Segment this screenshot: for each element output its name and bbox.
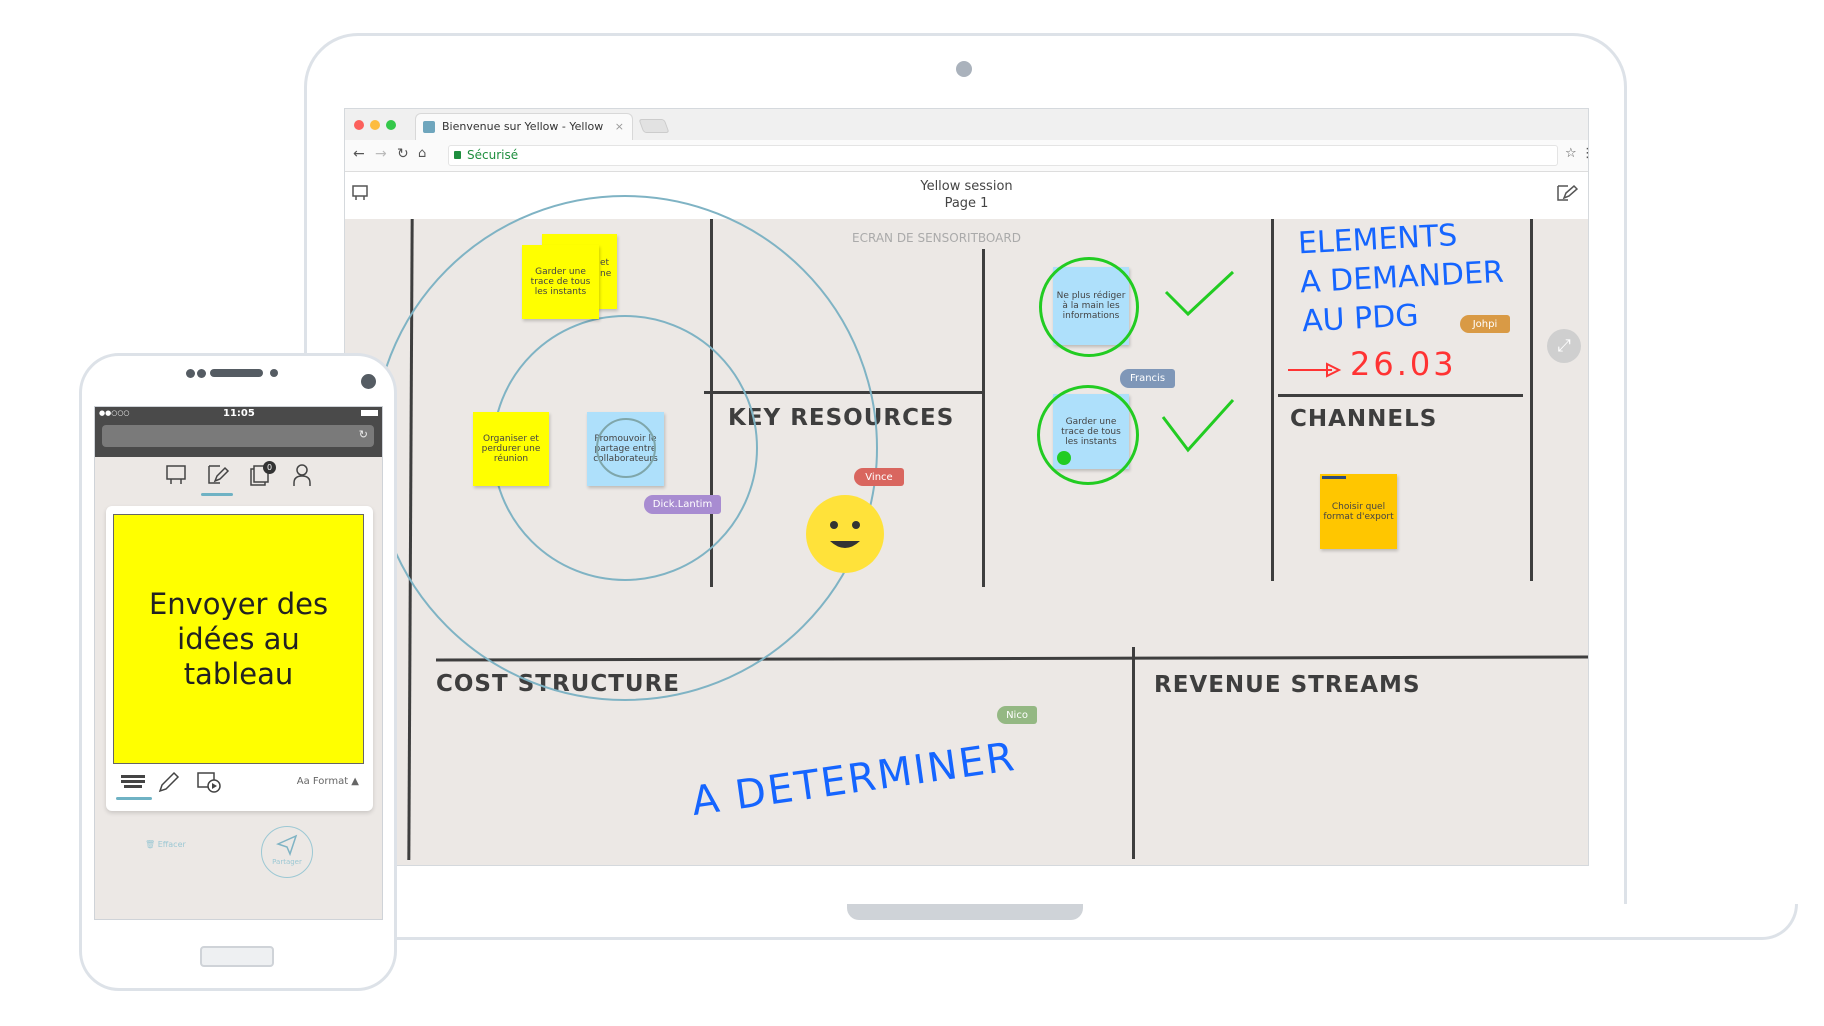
sticky-note[interactable]: Organiser et perdurer une réunion — [473, 412, 549, 486]
note-handle — [1322, 476, 1346, 479]
checkmark-icon — [1164, 270, 1235, 317]
maximize-window-button[interactable] — [386, 120, 396, 130]
grid-line — [1278, 394, 1523, 397]
laptop-camera — [956, 61, 972, 77]
bookmark-star-icon[interactable]: ☆ — [1565, 146, 1577, 161]
handwritten-date: 26.03 — [1350, 345, 1457, 383]
active-tab-indicator — [201, 493, 233, 496]
format-button[interactable]: Aa Format ▲ — [296, 776, 359, 787]
share-button[interactable]: Partager — [261, 826, 313, 878]
phone-home-button[interactable] — [200, 946, 274, 967]
expand-icon[interactable]: ⤢ — [1547, 329, 1581, 363]
page-label: Page 1 — [944, 196, 989, 211]
user-cursor-label: Nico — [997, 706, 1037, 724]
share-label: Partager — [272, 858, 302, 866]
session-title: Yellow session — [920, 179, 1013, 194]
forward-icon[interactable]: → — [375, 146, 387, 162]
edit-icon[interactable] — [206, 463, 230, 487]
erase-button[interactable]: 🗑 Effacer — [145, 840, 186, 849]
screen-label: ECRAN DE SENSORITBOARD — [852, 231, 1021, 245]
phone-camera — [361, 374, 376, 389]
phone-sensor — [197, 369, 206, 378]
laptop-notch — [847, 904, 1083, 920]
board-icon[interactable] — [352, 185, 368, 201]
media-icon[interactable] — [196, 771, 222, 793]
phone-url-bar[interactable]: ↻ — [102, 425, 374, 447]
drawn-circle — [1037, 385, 1139, 485]
phone-status-area: ●●○○○ 11:05 ↻ — [95, 407, 382, 457]
handwritten-note: ELEMENTS A DEMANDER AU PDG — [1297, 214, 1507, 342]
home-icon[interactable]: ⌂ — [418, 146, 427, 161]
reload-icon[interactable]: ↻ — [397, 146, 409, 162]
section-channels: CHANNELS — [1290, 406, 1438, 432]
handwritten-note: A DETERMINER — [688, 733, 1019, 825]
pencil-icon[interactable] — [158, 771, 182, 793]
close-window-button[interactable] — [354, 120, 364, 130]
menu-dots-icon[interactable]: ⋮ — [1581, 146, 1588, 161]
address-bar-row: ← → ↻ ⌂ Sécurisé ☆ ⋮ — [345, 140, 1588, 172]
sticky-note[interactable]: Choisir quel format d'export — [1320, 474, 1397, 549]
arrow-icon — [1288, 362, 1342, 378]
signal-indicator: ●●○○○ — [99, 409, 130, 417]
browser-tab[interactable]: Bienvenue sur Yellow - Yellow × — [415, 113, 633, 140]
grid-line — [982, 249, 985, 587]
favicon-icon — [423, 121, 435, 133]
keyboard-icon[interactable] — [120, 774, 146, 790]
checkmark-icon — [1161, 398, 1235, 453]
note-editor-card: Envoyer des idées au tableau Aa Format ▲ — [106, 506, 373, 811]
grid-line — [1271, 219, 1274, 581]
grid-line — [1530, 219, 1533, 581]
sticky-note[interactable]: Garder une trace de tous les instants — [522, 245, 599, 319]
trash-icon: 🗑 — [145, 840, 156, 849]
user-cursor-label: Francis — [1120, 369, 1175, 388]
url-input[interactable]: Sécurisé — [448, 145, 1558, 166]
battery-icon — [361, 410, 378, 416]
drawn-circle — [596, 418, 656, 478]
whiteboard-canvas[interactable]: ECRAN DE SENSORITBOARD KEY RESOURCES CHA… — [345, 195, 1588, 865]
grid-line — [1132, 647, 1135, 859]
security-label: Sécurisé — [467, 148, 519, 162]
note-text-input[interactable]: Envoyer des idées au tableau — [113, 514, 364, 764]
tab-bar: Bienvenue sur Yellow - Yellow × — [345, 109, 1588, 140]
sticky-note-text: et ne — [600, 258, 612, 279]
smiley-icon — [806, 495, 884, 573]
user-cursor-label: Vince — [854, 468, 904, 486]
tab-close-button[interactable]: × — [614, 120, 624, 133]
send-icon — [275, 834, 298, 857]
reload-icon[interactable]: ↻ — [358, 428, 368, 441]
back-icon[interactable]: ← — [353, 146, 365, 162]
browser-window: Bienvenue sur Yellow - Yellow × ← → ↻ ⌂ … — [344, 108, 1589, 866]
board-icon[interactable] — [164, 463, 188, 487]
phone-speaker — [210, 369, 263, 377]
phone-time: 11:05 — [223, 408, 255, 419]
user-cursor-label: Dick.Lantim — [644, 495, 721, 514]
notes-count-badge: 0 — [263, 461, 276, 474]
active-tool-indicator — [116, 797, 152, 800]
green-dot — [1057, 451, 1071, 465]
section-revenue-streams: REVENUE STREAMS — [1154, 672, 1421, 698]
erase-label: Effacer — [157, 840, 186, 849]
minimize-window-button[interactable] — [370, 120, 380, 130]
user-cursor-label: Johpi — [1460, 315, 1510, 333]
phone-sensor — [270, 369, 278, 377]
phone-sensor — [186, 369, 195, 378]
drawn-circle — [1039, 257, 1139, 357]
tab-title: Bienvenue sur Yellow - Yellow — [442, 120, 604, 133]
lock-icon — [454, 151, 461, 159]
user-icon[interactable] — [290, 463, 314, 487]
edit-icon[interactable] — [1556, 184, 1578, 202]
new-tab-button[interactable] — [638, 119, 670, 133]
phone-screen: ●●○○○ 11:05 ↻ 0 Envoyer des idées au tab… — [94, 406, 383, 920]
